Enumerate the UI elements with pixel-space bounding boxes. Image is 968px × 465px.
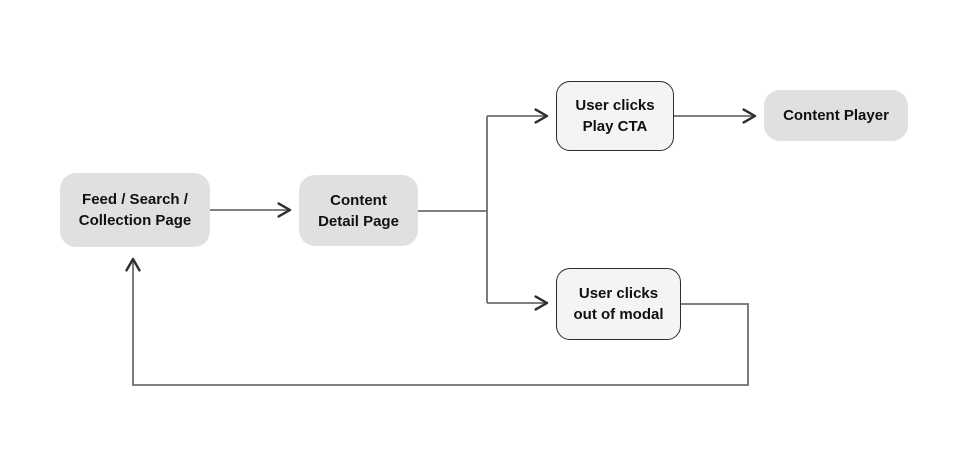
edge-detail-branch-trunk [418, 116, 488, 303]
node-label: Content Player [783, 107, 889, 124]
node-label: Content Detail Page [318, 191, 399, 230]
node-feed-search-collection-page[interactable]: Feed / Search / Collection Page [60, 173, 210, 247]
node-label: User clicks Play CTA [575, 97, 655, 135]
node-label: User clicks out of modal [573, 285, 664, 323]
node-user-clicks-out-of-modal[interactable]: User clicks out of modal [556, 268, 681, 340]
node-content-detail-page[interactable]: Content Detail Page [299, 175, 418, 246]
node-label: Feed / Search / Collection Page [78, 191, 192, 229]
node-user-clicks-play-cta[interactable]: User clicks Play CTA [556, 81, 674, 151]
node-content-player[interactable]: Content Player [764, 90, 908, 141]
